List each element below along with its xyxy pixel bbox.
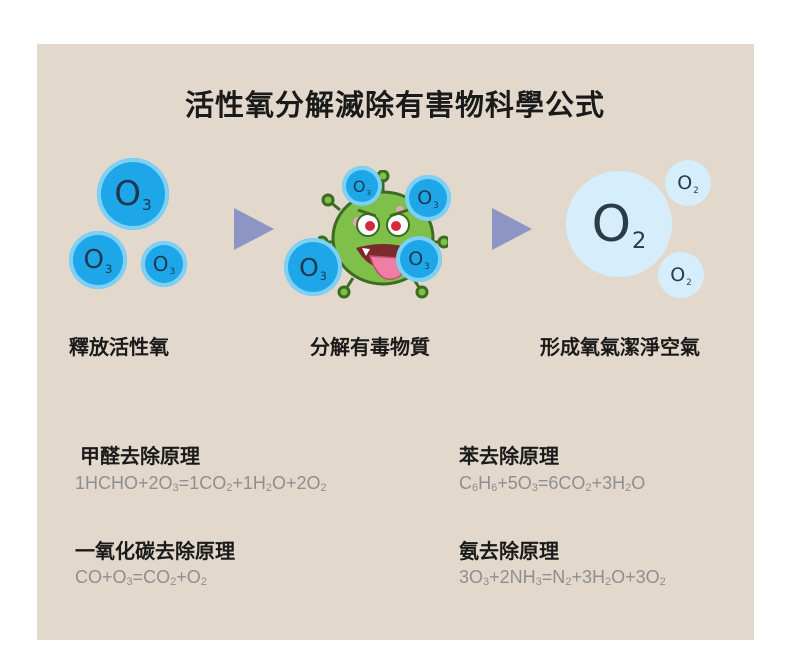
principle-formula-formaldehyde: 1HCHO+2O3=1CO2+1H2O+2O2 [75, 473, 327, 494]
principle-heading-carbon-monoxide: 一氧化碳去除原理 [75, 539, 235, 563]
content-panel [37, 44, 754, 640]
arrow-right-icon [492, 208, 532, 250]
arrow-right-icon [234, 208, 274, 250]
step-label-decompose: 分解有毒物質 [310, 335, 430, 359]
principle-formula-ammonia: 3O3+2NH3=N2+3H2O+3O2 [459, 567, 666, 588]
step-label-release: 釋放活性氧 [69, 335, 169, 359]
principle-heading-formaldehyde: 甲醛去除原理 [80, 444, 200, 468]
step-label-oxygen: 形成氧氣潔淨空氣 [540, 335, 700, 359]
page-title: 活性氧分解滅除有害物科學公式 [184, 88, 605, 122]
principle-heading-ammonia: 氨去除原理 [459, 539, 559, 563]
principle-formula-carbon-monoxide: CO+O3=CO2+O2 [75, 567, 207, 588]
principle-formula-benzene: C6H6+5O3=6CO2+3H2O [459, 473, 646, 494]
principle-heading-benzene: 苯去除原理 [459, 444, 559, 468]
